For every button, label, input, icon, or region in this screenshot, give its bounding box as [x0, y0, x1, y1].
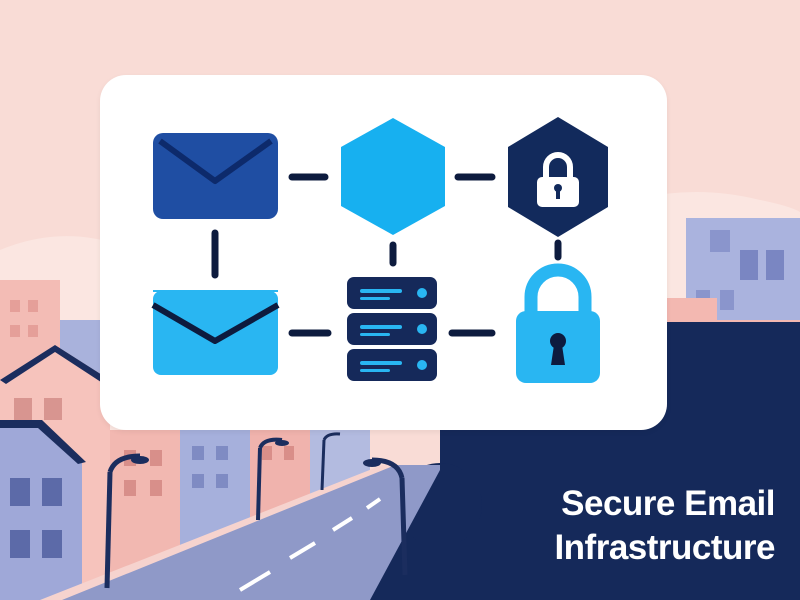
right-buildings [667, 218, 800, 328]
padlock-icon [516, 263, 600, 383]
server-icon [347, 277, 437, 381]
road [40, 462, 440, 600]
streetlamps [104, 432, 408, 589]
connectors [211, 173, 562, 337]
hexagon-icon [341, 118, 445, 235]
diagram-card [100, 75, 667, 430]
email-security-diagram [151, 117, 608, 383]
open-envelope-icon [151, 290, 280, 375]
padlock-hexagon-icon [508, 117, 608, 237]
title-line-2: Infrastructure [554, 528, 775, 567]
envelope-icon [153, 133, 278, 219]
title-line-1: Secure Email [561, 484, 775, 523]
page-title: Secure Email Infrastructure [455, 482, 775, 570]
